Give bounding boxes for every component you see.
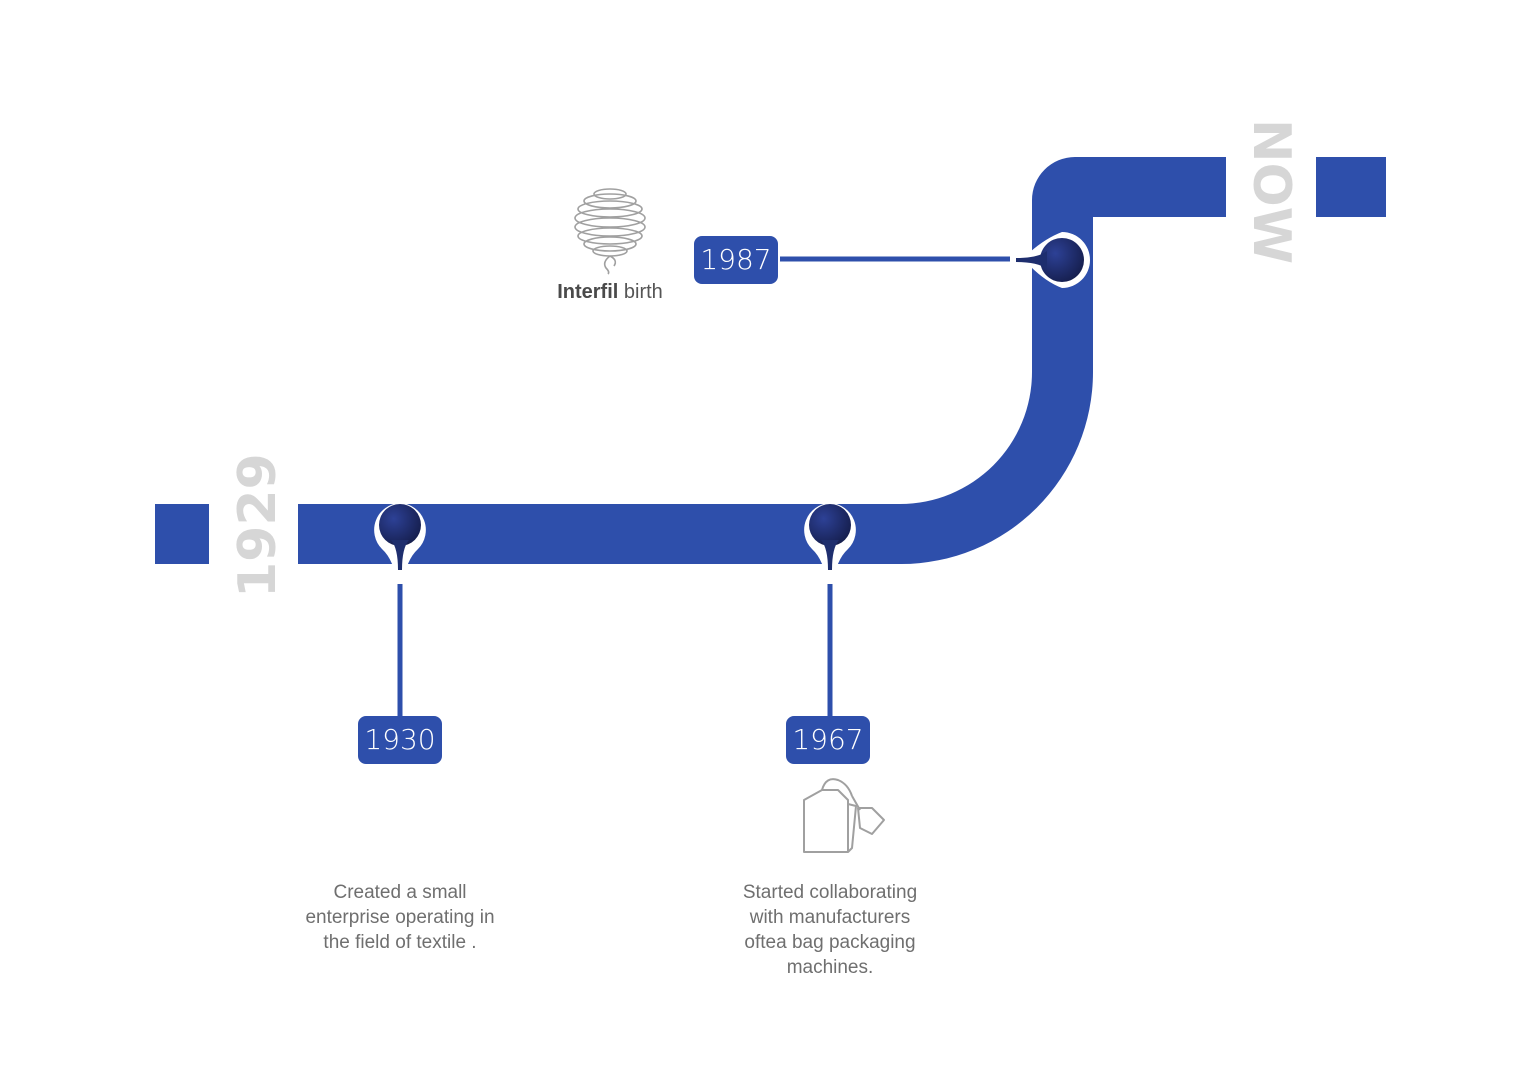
interfil-brand-text: Interfil: [557, 281, 619, 303]
year-badge-1967: 1967: [786, 716, 870, 764]
timeline-track: [298, 157, 1226, 564]
birth-text: birth: [623, 281, 663, 303]
node-1967: [804, 503, 856, 584]
timeline-start-label: 1929: [228, 453, 288, 598]
year-badge-1987: 1987: [694, 236, 778, 284]
event-description-1930: Created a small enterprise operating in …: [305, 882, 495, 953]
node-1930: [374, 503, 426, 584]
interfil-spiral-logo-icon: [566, 184, 654, 276]
event-caption-1987: Interfil birth: [538, 279, 682, 305]
year-badge-1930: 1930: [358, 716, 442, 764]
timeline-start-cap: [155, 504, 209, 564]
timeline-end-label: NOW: [1241, 119, 1301, 265]
timeline-end-cap: [1316, 157, 1386, 217]
node-1987: [1010, 232, 1090, 288]
tea-bag-icon: [798, 774, 888, 856]
event-description-1967: Started collaborating with manufacturers…: [742, 882, 918, 978]
